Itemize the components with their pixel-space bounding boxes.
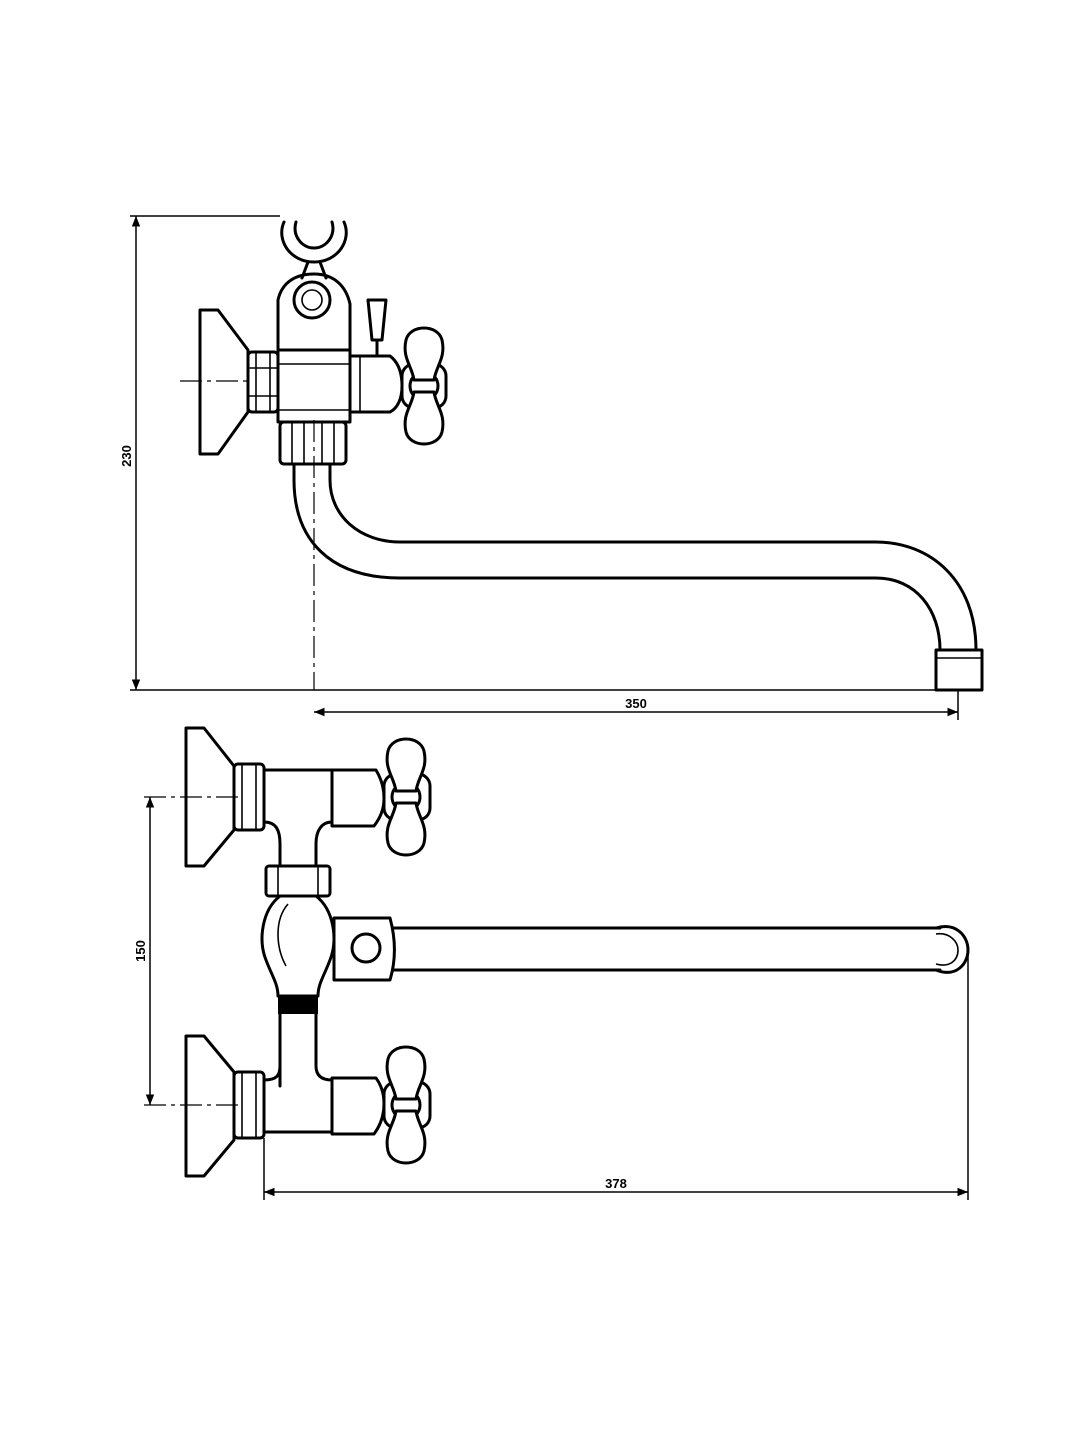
top-view: 150 378 <box>133 726 970 1200</box>
lower-hex-nut <box>232 1070 266 1140</box>
dimension-reach-top: 378 <box>605 1176 627 1191</box>
spout <box>292 462 942 652</box>
upper-hex-nut <box>232 762 266 832</box>
valve-housing <box>348 354 404 414</box>
diverter-lever <box>366 298 388 342</box>
diverter-body <box>276 272 352 352</box>
mixer-body <box>276 348 352 424</box>
side-view: 230 350 <box>119 215 984 720</box>
lower-valve <box>330 1076 386 1136</box>
diverter-top <box>260 894 336 998</box>
wall-flange <box>198 308 250 456</box>
spout-mount <box>332 916 396 982</box>
spout-nut <box>278 420 348 466</box>
upper-wall-flange <box>184 726 236 868</box>
hex-nut <box>246 350 280 414</box>
threaded-section <box>278 996 318 1014</box>
shower-holder <box>280 220 348 264</box>
central-coupling <box>264 864 332 898</box>
dimension-height: 230 <box>119 445 134 467</box>
aerator <box>934 648 984 692</box>
upper-valve <box>330 768 386 828</box>
lower-wall-flange <box>184 1034 236 1178</box>
dimension-inlet-spacing: 150 <box>133 940 148 962</box>
dimension-reach-side: 350 <box>625 696 647 711</box>
